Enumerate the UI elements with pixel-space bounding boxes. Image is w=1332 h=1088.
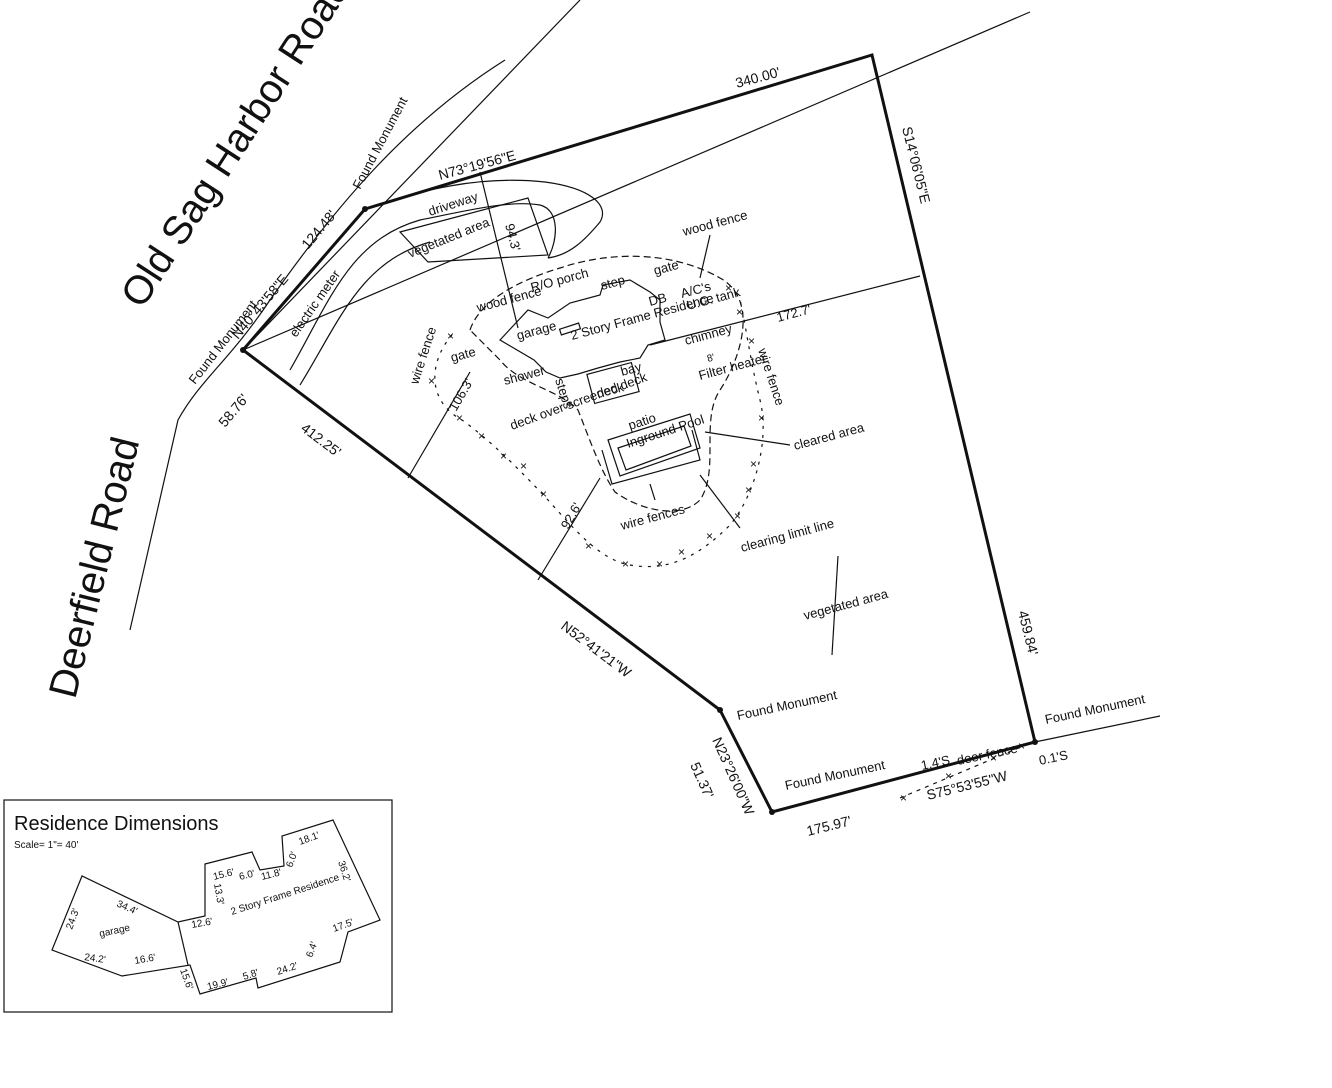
- inset-dim-15: 24.2': [276, 961, 300, 978]
- monument-label-1: Found Monument: [349, 94, 410, 191]
- svg-text:×: ×: [500, 449, 507, 463]
- inset-dim-5: 12.6': [191, 916, 214, 931]
- svg-text:×: ×: [736, 305, 743, 319]
- inset-dim-14: 6.4': [304, 940, 320, 959]
- label-cleared-area: cleared area: [792, 420, 866, 453]
- monument-markers: [240, 206, 1038, 815]
- inset-dim-7: 6.0': [238, 868, 256, 883]
- label-electric-meter: electric meter: [286, 267, 343, 340]
- label-north-bearing: N73°19'56"E: [437, 147, 518, 183]
- inset-dim-8: 13.3': [211, 883, 226, 906]
- svg-text:×: ×: [520, 459, 527, 473]
- label-gate-1: gate: [652, 257, 680, 278]
- svg-text:×: ×: [622, 557, 629, 571]
- inset-dim-11: 18.1': [297, 830, 321, 848]
- svg-text:×: ×: [585, 539, 592, 553]
- label-106: 106.3': [446, 376, 476, 414]
- svg-text:×: ×: [748, 334, 755, 348]
- label-corner-arc: 58.76': [215, 391, 252, 430]
- label-sw-bearing: N23°26'00"W: [709, 735, 758, 818]
- monument-label-3: Found Monument: [736, 687, 839, 723]
- monument-label-4: Found Monument: [784, 757, 887, 793]
- label-east-length: 459.84': [1015, 609, 1042, 657]
- svg-text:×: ×: [540, 487, 547, 501]
- pool-shape: [601, 413, 701, 485]
- label-94: 94.3': [502, 222, 524, 253]
- inset-dim-13: 17.5': [331, 917, 355, 935]
- residence-footprint: [499, 279, 666, 405]
- label-bay: bay: [619, 359, 644, 379]
- svg-text:×: ×: [750, 457, 757, 471]
- wire-fence-line: [434, 299, 764, 568]
- label-vegetated-area-2: vegetated area: [802, 586, 890, 623]
- label-shower: shower: [502, 362, 547, 388]
- svg-text:×: ×: [758, 411, 765, 425]
- svg-text:×: ×: [1018, 739, 1025, 753]
- label-garage: garage: [515, 318, 558, 343]
- road-name-deerfield: Deerfield Road: [41, 433, 148, 703]
- svg-text:×: ×: [428, 374, 435, 388]
- label-wire-fence-1: wire fence: [755, 345, 788, 407]
- leader-lines: [649, 234, 791, 529]
- label-south-bearing: S75°53'55"W: [925, 767, 1010, 803]
- fence-x-marks: × × × × × × × × × × × × × × × × × × ×: [428, 281, 765, 571]
- label-92: 92.6': [558, 500, 585, 532]
- label-deer-fence: deer fence: [956, 740, 1019, 767]
- svg-text:×: ×: [447, 329, 454, 343]
- label-south-length: 175.97': [805, 812, 853, 839]
- label-chimney: chimney: [683, 321, 734, 348]
- svg-text:×: ×: [734, 509, 741, 523]
- inset-garage: garage: [98, 923, 131, 940]
- tie-lines: [407, 171, 921, 656]
- label-clearing-limit: clearing limit line: [739, 516, 836, 555]
- label-step: step: [599, 272, 627, 293]
- inset-dim-17: 19.9': [206, 977, 229, 993]
- inset-dim-16: 5.8': [242, 967, 261, 982]
- inset-dim-6: 15.6': [212, 867, 235, 883]
- svg-text:×: ×: [478, 429, 485, 443]
- clearing-limit-line: [469, 255, 744, 512]
- inset-scale: Scale= 1"= 40': [14, 840, 78, 851]
- svg-text:×: ×: [706, 529, 713, 543]
- road-lines: [129, 0, 1161, 743]
- deer-fence-marks: × × × ×: [899, 739, 1029, 805]
- svg-text:×: ×: [945, 769, 952, 783]
- inset-title: Residence Dimensions: [14, 813, 219, 835]
- inset-dim-0: 24.3': [64, 907, 82, 931]
- inset-dim-2: 24.2': [84, 952, 107, 966]
- residence-dimensions-inset: Residence Dimensions Scale= 1"= 40' gara…: [3, 799, 393, 1013]
- label-gate-2: gate: [449, 344, 477, 365]
- label-north-length: 340.00': [734, 64, 782, 91]
- svg-text:×: ×: [745, 483, 752, 497]
- label-db: DB: [647, 290, 668, 309]
- label-deck: deck: [595, 379, 626, 401]
- inset-dim-3: 16.6': [134, 952, 157, 967]
- label-vegetated-area-1: vegetated area: [406, 214, 493, 261]
- svg-text:×: ×: [990, 751, 997, 765]
- svg-text:×: ×: [456, 411, 463, 425]
- svg-text:×: ×: [656, 557, 663, 571]
- label-sw-length: 51.37': [687, 760, 717, 801]
- label-wood-fence-1: wood fence: [680, 207, 749, 239]
- svg-text:×: ×: [678, 545, 685, 559]
- svg-text:×: ×: [900, 791, 907, 805]
- label-offset-14: 1.4'S: [920, 752, 952, 773]
- label-driveway: driveway: [426, 189, 480, 219]
- label-172: 172.7': [775, 301, 813, 325]
- label-wire-fences: wire fences: [618, 501, 687, 533]
- inset-dim-9: 11.8': [260, 867, 283, 883]
- label-8: 8': [706, 352, 716, 365]
- inset-dim-10: 6.0': [284, 850, 300, 869]
- driveway-shape: [289, 179, 604, 386]
- svg-text:×: ×: [725, 281, 732, 295]
- label-offset-01: 0.1'S: [1038, 747, 1070, 768]
- label-west-bearing: N52°41'21"W: [558, 618, 635, 681]
- label-west-length: 412.25': [298, 420, 344, 460]
